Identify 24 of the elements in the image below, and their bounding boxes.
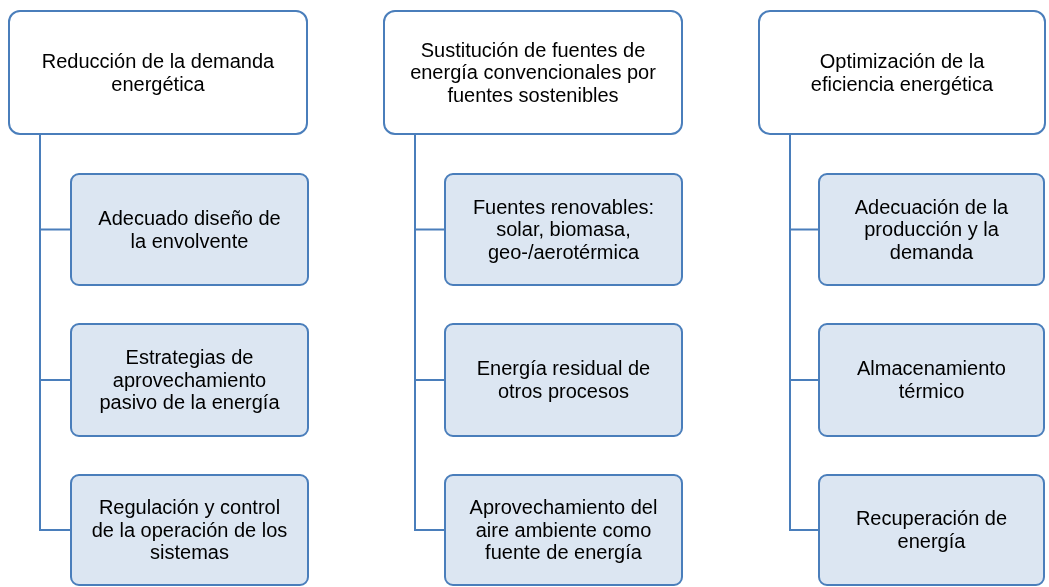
item-box (818, 474, 1045, 586)
item-box (70, 173, 309, 286)
item-box (444, 474, 683, 586)
item-box (70, 474, 309, 586)
item-box (444, 173, 683, 286)
box-text: Recuperación de energía (854, 507, 1009, 553)
box-text: Energía residual de otros procesos (475, 357, 652, 403)
box-text: Sustitución de fuentes de energía convencionales por fuentes sostenibles (409, 38, 657, 107)
box-text: Aprovechamiento del aire ambiente como fuente de energía (468, 496, 659, 564)
box-text: Almacenamiento térmico (856, 357, 1007, 403)
box-text: Fuentes renovables: solar, biomasa, geo-/aerotérmica (471, 195, 656, 264)
heading-box (383, 10, 683, 135)
heading-box (758, 10, 1046, 135)
item-box (70, 323, 309, 437)
item-box (444, 323, 683, 437)
box-text: Adecuado diseño de la envolvente (97, 206, 282, 253)
item-box (818, 323, 1045, 437)
heading-box (8, 10, 308, 135)
box-text: Regulación y control de la operación de los sistemas (90, 496, 289, 564)
box-text: Reducción de la demanda energética (40, 49, 276, 96)
box-text: Estrategias de aprovechamiento pasivo de la energía (98, 346, 281, 414)
box-text: Optimización de la eficiencia energética (809, 49, 995, 96)
item-box (818, 173, 1045, 286)
box-text: Adecuación de la producción y la demanda (853, 195, 1010, 264)
